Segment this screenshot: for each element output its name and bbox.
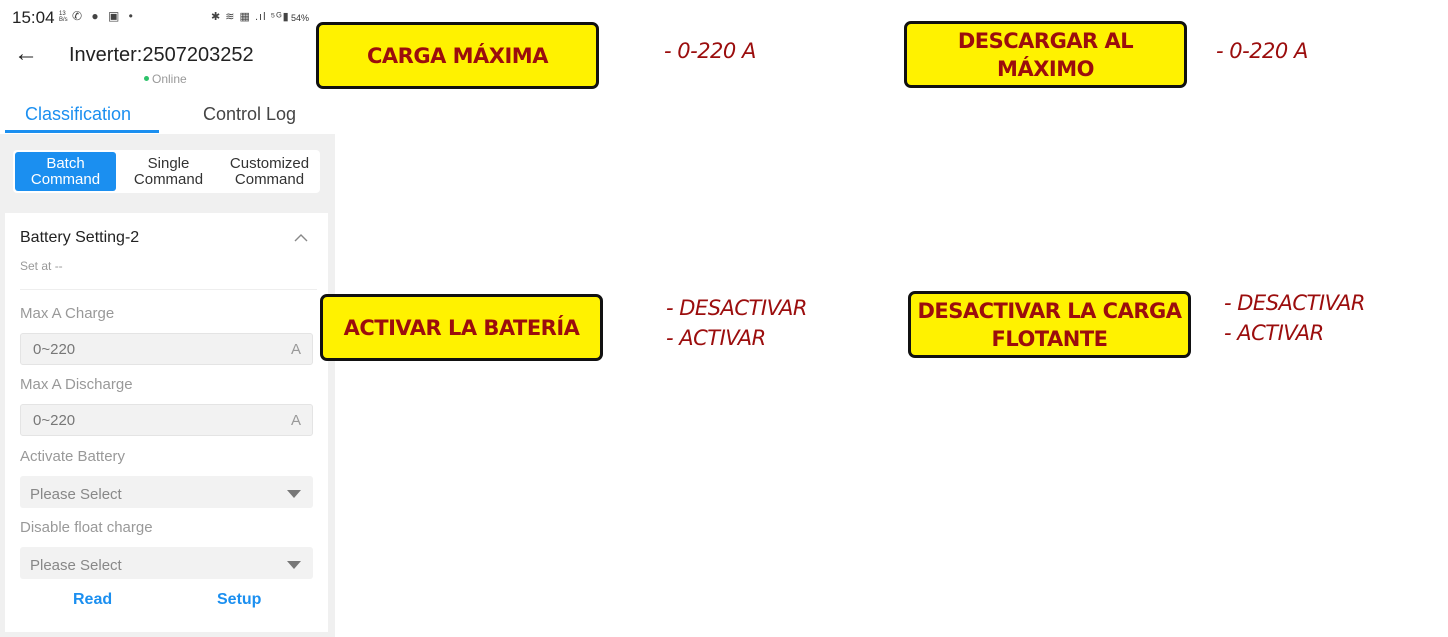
network-speed: 13 B/s <box>59 11 68 23</box>
segment-label-line1: Batch <box>46 154 85 172</box>
annotation-max-discharge: DESCARGAR AL MÁXIMO <box>904 21 1187 88</box>
activate-battery-select[interactable]: Please Select <box>20 476 313 508</box>
dropdown-caret-icon <box>287 490 301 498</box>
annotation-activate-battery-notes: - DESACTIVAR - ACTIVAR <box>666 293 807 353</box>
segment-label-line1: Customized <box>229 154 310 172</box>
segment-label-line2: Command <box>133 170 204 188</box>
max-charge-input[interactable]: 0~220 A <box>20 333 313 365</box>
disable-float-charge-value: Please Select <box>30 557 122 574</box>
annotation-max-discharge-notes: - 0-220 A <box>1216 36 1308 66</box>
note-line: - ACTIVAR <box>1224 321 1324 345</box>
segment-label-line2: Command <box>234 170 305 188</box>
back-arrow-icon[interactable]: ← <box>14 40 38 67</box>
card-title: Battery Setting-2 <box>20 229 140 246</box>
tab-control-log[interactable]: Control Log <box>203 104 297 124</box>
online-dot-icon <box>144 76 149 82</box>
activate-battery-label: Activate Battery <box>20 448 126 465</box>
max-charge-placeholder: 0~220 <box>33 341 76 358</box>
system-status-icons: ✱ ≋ ▦ .ıl ⁵ᴳ▮ <box>211 11 290 23</box>
annotation-disable-float-label-line2: FLOTANTE <box>991 326 1108 351</box>
active-tab-indicator <box>5 130 159 133</box>
max-charge-label: Max A Charge <box>20 305 115 322</box>
tab-classification[interactable]: Classification <box>25 104 132 124</box>
annotation-disable-float-charge: DESACTIVAR LA CARGA FLOTANTE <box>908 291 1191 358</box>
max-charge-unit: A <box>290 341 301 358</box>
note-line: - 0-220 A <box>1216 39 1308 63</box>
annotation-disable-float-charge-notes: - DESACTIVAR - ACTIVAR <box>1224 288 1365 348</box>
annotation-max-charge: CARGA MÁXIMA <box>316 22 599 89</box>
activate-battery-value: Please Select <box>30 486 122 503</box>
segment-label-line1: Single <box>147 154 190 172</box>
annotation-activate-battery: ACTIVAR LA BATERÍA <box>320 294 603 361</box>
battery-percentage: 54% <box>291 13 310 23</box>
note-line: - ACTIVAR <box>666 326 766 350</box>
note-line: - 0-220 A <box>664 39 756 63</box>
divider <box>20 289 317 290</box>
read-button[interactable]: Read <box>73 591 113 608</box>
online-status-label: Online <box>152 72 187 86</box>
phone-screen: 15:04 13 B/s ✆ ● ▣ • ✱ ≋ ▦ .ıl ⁵ᴳ▮ 54% ←… <box>0 0 335 637</box>
set-at-text: Set at -- <box>20 259 63 273</box>
annotation-disable-float-label-line1: DESACTIVAR LA CARGA <box>917 298 1182 323</box>
disable-float-charge-select[interactable]: Please Select <box>20 547 313 579</box>
app-header-area <box>0 0 335 134</box>
page-title: Inverter:2507203252 <box>69 44 254 66</box>
note-line: - DESACTIVAR <box>666 296 807 320</box>
status-bar: 15:04 13 B/s ✆ ● ▣ • ✱ ≋ ▦ .ıl ⁵ᴳ▮ 54% <box>0 0 335 34</box>
annotation-max-charge-notes: - 0-220 A <box>664 36 756 66</box>
annotation-max-discharge-label: DESCARGAR AL MÁXIMO <box>957 28 1134 81</box>
segment-label-line2: Command <box>30 170 101 188</box>
status-time: 15:04 <box>12 8 55 27</box>
max-discharge-input[interactable]: 0~220 A <box>20 404 313 436</box>
max-discharge-label: Max A Discharge <box>20 376 133 393</box>
disable-float-charge-label: Disable float charge <box>20 519 153 536</box>
online-status: Online <box>144 72 187 86</box>
dropdown-caret-icon <box>287 561 301 569</box>
annotation-max-charge-label: CARGA MÁXIMA <box>367 43 548 68</box>
note-line: - DESACTIVAR <box>1224 291 1365 315</box>
chevron-up-icon[interactable] <box>294 231 308 245</box>
battery-setting-card: Battery Setting-2 Set at -- Max A Charge… <box>5 213 328 632</box>
max-discharge-placeholder: 0~220 <box>33 412 76 429</box>
annotation-activate-battery-label: ACTIVAR LA BATERÍA <box>343 315 580 340</box>
max-discharge-unit: A <box>290 412 301 429</box>
notification-icons: ✆ ● ▣ • <box>72 9 136 23</box>
setup-button[interactable]: Setup <box>217 591 262 608</box>
